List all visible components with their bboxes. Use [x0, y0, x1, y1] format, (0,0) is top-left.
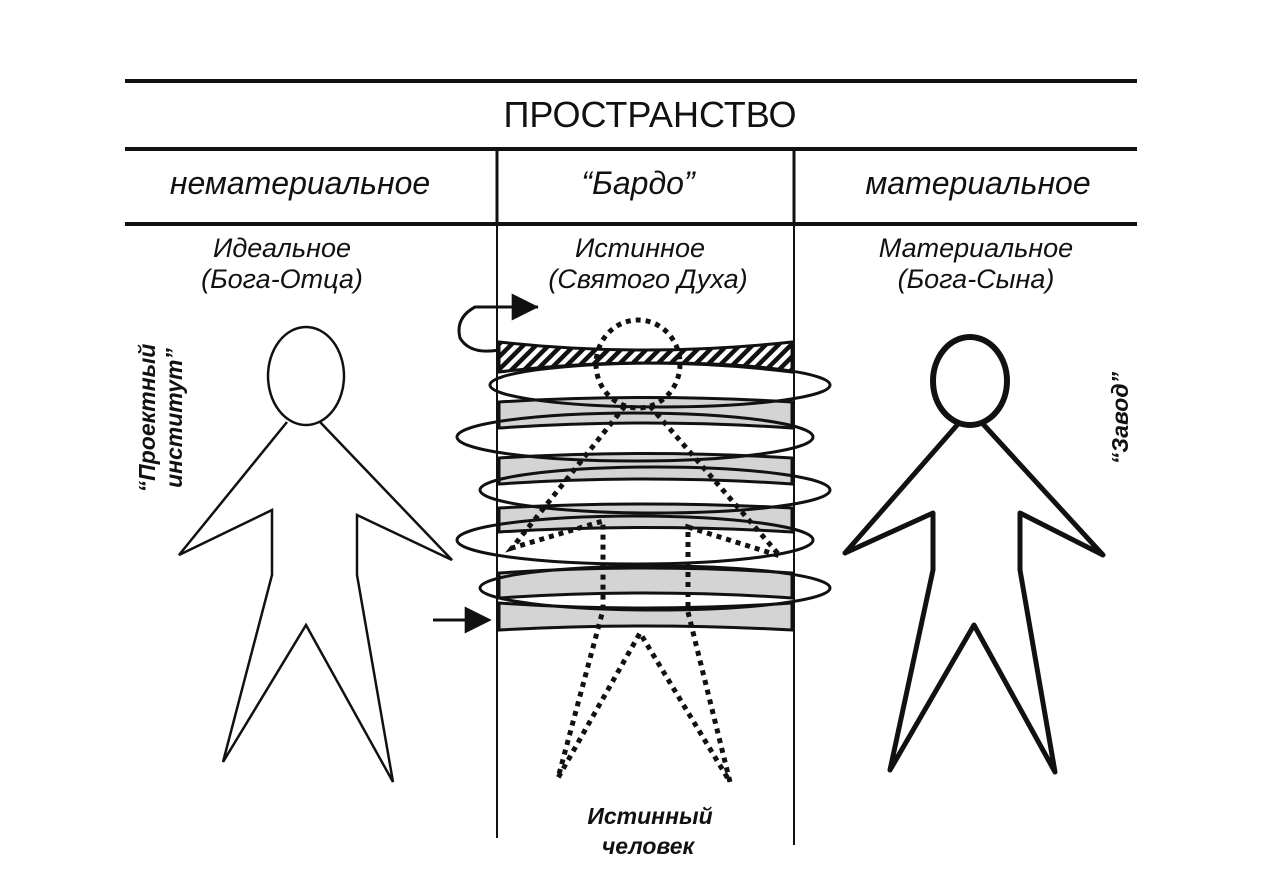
spiral-loop-4: [455, 514, 815, 566]
true-human-left-side: [505, 404, 643, 780]
spiral-entry-top: [457, 305, 538, 353]
bardo-spiral: [433, 305, 832, 622]
table-rules: [125, 79, 1137, 226]
bardo-band-2: [497, 452, 794, 486]
ideal-human-head: [266, 325, 346, 427]
material-human-head: [930, 334, 1010, 428]
side-label-right-1: “Завод”: [1107, 371, 1133, 464]
ideal-human-outline-icon: [178, 325, 453, 783]
column-middle-title: “Бардо”: [581, 165, 696, 201]
bardo-bands: [497, 340, 794, 632]
subtitle-middle-1: Истинное: [575, 233, 705, 263]
true-human-head: [593, 317, 683, 411]
true-human-dotted-outline-icon: [505, 317, 788, 784]
subtitle-left-2: (Бога-Отца): [201, 264, 363, 294]
subtitle-left-1: Идеальное: [213, 233, 351, 263]
material-human-outline-icon: [842, 334, 1106, 775]
spiral-loop-2: [455, 411, 815, 463]
spiral-loop-5: [478, 564, 832, 612]
side-label-left: “Проектный институт”: [134, 344, 187, 493]
side-label-left-2: институт”: [161, 348, 187, 488]
subtitle-right-2: (Бога-Сына): [898, 264, 1055, 294]
bardo-column-lines: [496, 224, 795, 845]
bottom-label-2: человек: [602, 833, 696, 859]
subtitle-right-1: Материальное: [879, 233, 1073, 263]
subtitle-middle-2: (Святого Духа): [548, 264, 747, 294]
spiral-loop-1: [488, 361, 832, 409]
column-right-title: материальное: [865, 165, 1090, 201]
side-label-left-1: “Проектный: [134, 344, 160, 493]
header-title: ПРОСТРАНСТВО: [503, 94, 796, 135]
side-label-right: “Завод”: [1107, 371, 1133, 464]
ideal-human-body: [178, 421, 453, 783]
true-human-right-side: [637, 404, 788, 784]
material-human-body: [842, 421, 1106, 775]
bottom-label-1: Истинный: [587, 803, 712, 829]
arrow-right-icon: [433, 293, 539, 634]
column-left-title: нематериальное: [170, 165, 430, 201]
spiral-loop-3: [478, 465, 832, 515]
